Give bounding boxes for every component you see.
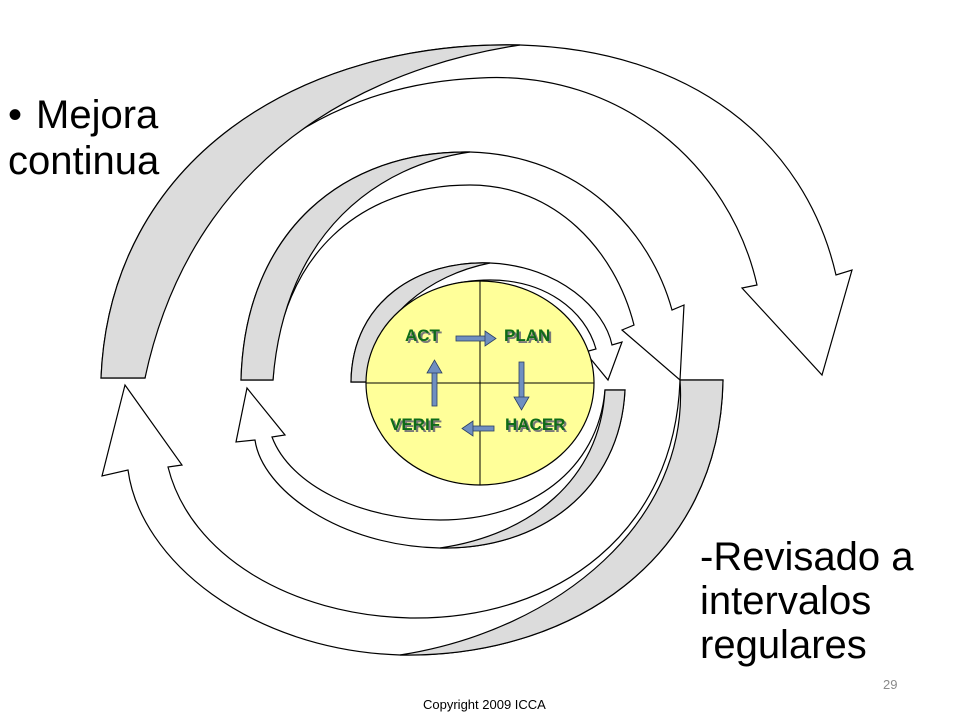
hacer-label-shadow: HACER — [507, 417, 567, 436]
copyright-text: Copyright 2009 ICCA — [423, 697, 546, 712]
act-to-plan-arrow — [455, 330, 497, 347]
plan-label: PLAN — [504, 326, 550, 345]
slide-number: 29 — [883, 677, 898, 692]
hacer-to-verif-arrow — [461, 420, 495, 437]
verif-label: VERIF — [390, 415, 440, 434]
note-line-3: regulares — [700, 623, 867, 667]
hacer-label: HACER — [505, 415, 565, 434]
bullet: • — [8, 93, 23, 137]
middle-bottom-arrow — [235, 386, 626, 549]
outer-bottom-arrow — [101, 379, 724, 656]
act-label: ACT — [405, 326, 441, 345]
plan-label-shadow: PLAN — [506, 328, 552, 347]
note-line-2: intervalos — [700, 579, 872, 623]
pdca-circle — [365, 280, 595, 486]
note-line-1: -Revisado a — [700, 535, 914, 579]
review-note: -Revisado a intervalos regulares — [700, 535, 913, 667]
title-line-2: continua — [8, 139, 160, 183]
slide-title: • Mejora continua — [8, 92, 159, 184]
verif-to-act-arrow — [426, 359, 443, 407]
act-label-shadow: ACT — [407, 328, 443, 347]
middle-top-arrow — [240, 151, 685, 382]
title-line-1: Mejora — [36, 93, 159, 137]
plan-to-hacer-arrow — [513, 361, 530, 411]
outer-top-arrow — [100, 44, 853, 379]
verif-label-shadow: VERIF — [392, 417, 442, 436]
